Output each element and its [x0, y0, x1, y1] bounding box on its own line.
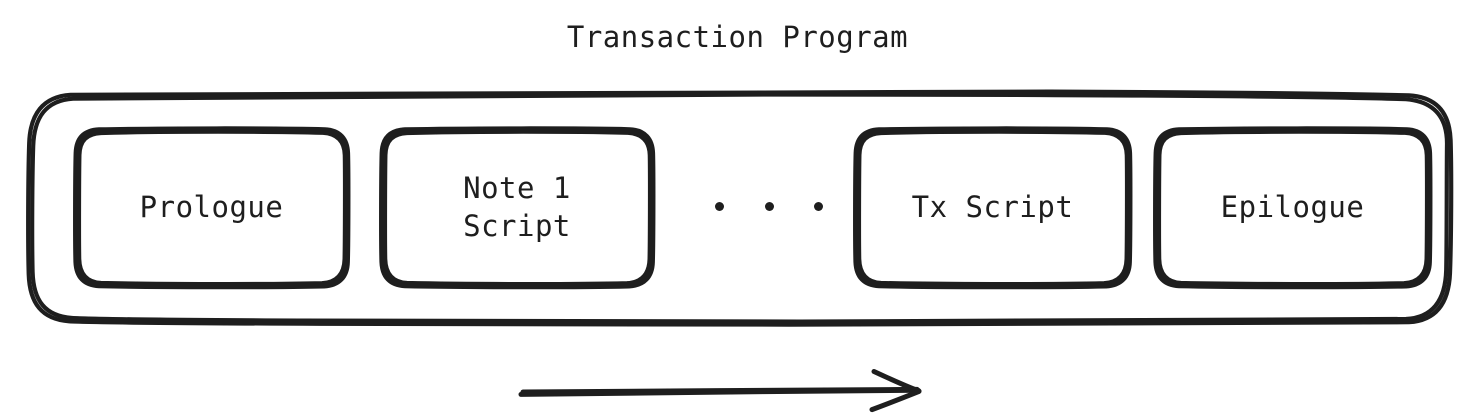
stage-label-prologue: Prologue [139, 189, 284, 224]
ellipsis-dot-icon [814, 201, 823, 211]
stage-label-epilogue: Epilogue [1220, 189, 1365, 224]
stage-label-note-1-script: Note 1 Script [463, 171, 571, 243]
stage-label-tx-script: Tx Script [911, 189, 1074, 224]
stage-box-note-1-script[interactable]: Note 1 Script [381, 128, 653, 287]
stage-ellipsis [715, 201, 823, 211]
stage-box-prologue[interactable]: Prologue [75, 128, 348, 287]
ellipsis-dot-icon [715, 201, 724, 211]
page-title: Transaction Program [566, 20, 909, 54]
stage-box-tx-script[interactable]: Tx Script [855, 128, 1130, 287]
execution-order-arrow [515, 368, 927, 414]
stage-box-epilogue[interactable]: Epilogue [1155, 128, 1430, 287]
ellipsis-dot-icon [764, 201, 774, 211]
